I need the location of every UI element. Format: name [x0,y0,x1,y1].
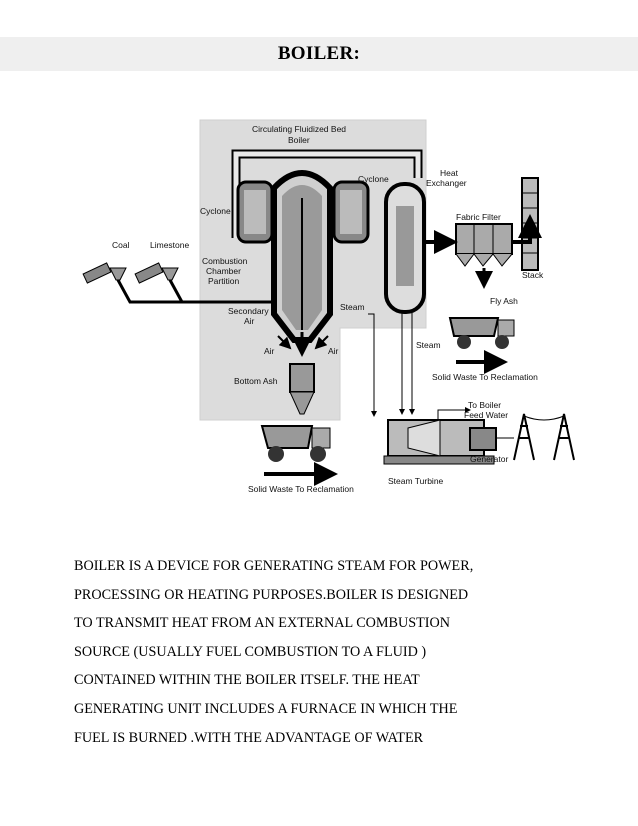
label-solid-waste-right: Solid Waste To Reclamation [432,372,538,382]
body-line: SOURCE (USUALLY FUEL COMBUSTION TO A FLU… [74,643,427,660]
limestone-feeder [134,262,179,284]
cyclone-right [332,180,370,244]
label-combustion: Combustion [202,256,248,266]
label-steam-1: Steam [340,302,365,312]
body-paragraph: BOILER IS A DEVICE FOR GENERATING STEAM … [74,556,574,756]
label-cyclone-top: Cyclone [358,174,389,184]
label-limestone: Limestone [150,240,189,250]
dump-truck-right [448,317,515,374]
label-steam-2: Steam [416,340,441,350]
stack [512,177,542,271]
steam-turbine [383,419,495,465]
label-fly-ash: Fly Ash [490,296,518,306]
boiler-diagram-svg: Circulating Fluidized Bed Boiler Cyclone… [82,119,575,494]
page-title: BOILER: [277,43,361,64]
body-line: GENERATING UNIT INCLUDES A FURNACE IN WH… [74,700,458,717]
label-stack: Stack [522,270,544,280]
generator [469,427,514,451]
label-chamber: Chamber [206,266,241,276]
label-feed-water: Feed Water [464,410,508,420]
label-heat-exchanger: Heat [440,168,459,178]
label-air-right: Air [328,346,339,356]
label-fabric-filter: Fabric Filter [456,212,501,222]
body-line: TO TRANSMIT HEAT FROM AN EXTERNAL COMBUS… [74,615,450,632]
label-to-boiler: To Boiler [468,400,501,410]
dump-truck-bottom [260,425,338,486]
boiler-diagram: Circulating Fluidized Bed Boiler Cyclone… [78,118,588,506]
label-heat-exchanger-2: Exchanger [426,178,467,188]
label-steam-turbine: Steam Turbine [388,476,444,486]
body-line: BOILER IS A DEVICE FOR GENERATING STEAM … [74,558,474,574]
label-generator: Generator [470,454,508,464]
label-air-left: Air [264,346,275,356]
body-line: PROCESSING OR HEATING PURPOSES.BOILER IS… [74,586,469,603]
label-solid-waste-bottom: Solid Waste To Reclamation [248,484,354,494]
title-band: BOILER: [0,37,638,71]
steam-line-1 [368,313,377,417]
feed-pipe [116,279,274,304]
label-secondary-air: Air [244,316,255,326]
label-partition: Partition [208,276,239,286]
body-line: CONTAINED WITHIN THE BOILER ITSELF. THE … [74,672,420,689]
fabric-filter [455,223,513,289]
label-cyclone-left: Cyclone [200,206,231,216]
label-boiler: Circulating Fluidized Bed [252,124,346,134]
cyclone-left [236,180,274,244]
heat-exchanger [384,182,426,314]
coal-feeder [82,262,127,284]
body-line: FUEL IS BURNED .WITH THE ADVANTAGE OF WA… [74,729,424,746]
combustion-chamber [271,170,333,357]
bottom-ash-hopper [289,363,315,415]
label-coal: Coal [112,240,130,250]
label-secondary: Secondary [228,306,269,316]
transmission-towers [513,413,575,461]
label-bottom-ash: Bottom Ash [234,376,278,386]
label-boiler-2: Boiler [288,135,310,145]
